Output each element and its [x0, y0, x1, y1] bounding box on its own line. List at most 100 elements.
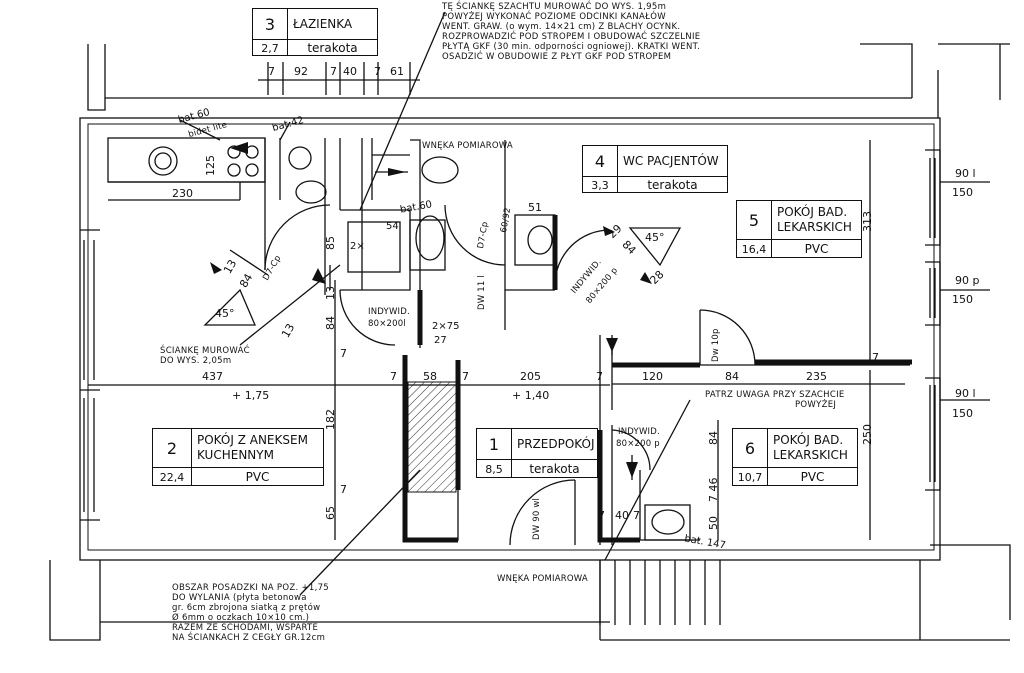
dim-top-3: 7	[330, 65, 337, 78]
room-floor: PVC	[192, 467, 323, 486]
dim-7b: 7	[462, 370, 469, 383]
note-line: NA ŚCIANKACH Z CEGŁY GR.12cm	[172, 633, 326, 643]
note-line: PŁYTĄ GKF (30 min. odporności ogniowej).…	[442, 42, 701, 52]
dim-437: 437	[202, 370, 223, 383]
room-name-line2: LEKARSKICH	[777, 220, 852, 234]
room-number: 1	[477, 429, 512, 459]
room-name-line1: POKÓJ Z ANEKSEM	[197, 433, 308, 447]
window-1-height: 150	[952, 186, 973, 199]
beam-note: PATRZ UWAGA PRZY SZACHCIE POWYŻEJ	[705, 390, 845, 410]
niche-label-bottom: WNĘKA POMIAROWA	[497, 574, 588, 584]
note-line: ROZPROWADZIĆ POD STROPEM I OBUDOWAĆ SZCZ…	[442, 32, 701, 42]
dim-65: 65	[324, 506, 337, 520]
room-number: 5	[737, 201, 772, 239]
note-line: ŚCIANKĘ MUROWAĆ	[160, 346, 250, 356]
dim-7-46: 7 46	[707, 477, 720, 503]
dim-250: 250	[861, 424, 874, 445]
window-3-height: 150	[952, 407, 973, 420]
dim-7h: 7	[633, 509, 640, 522]
note-line: RAZEM ZE SCHODAMI, WSPARTE	[172, 623, 319, 633]
level-mark-2: + 1,40	[512, 389, 550, 402]
window-2-width: 90 p	[955, 274, 980, 287]
dim-top-6: 61	[390, 65, 404, 78]
room-floor: PVC	[768, 467, 857, 486]
dim-58: 58	[423, 370, 437, 383]
room-name: WC PACJENTÓW	[623, 154, 719, 168]
room-number: 2	[153, 429, 192, 467]
dim-7f: 7	[340, 347, 347, 360]
room-4-label: 4 WC PACJENTÓW 3,3 terakota	[582, 145, 728, 193]
dim-2x: 2×	[350, 241, 365, 252]
note-line: gr. 6cm zbrojona siatką z prętów	[172, 603, 321, 613]
floor-area-note: OBSZAR POSADZKI NA POZ. +1,75 DO WYLANIA…	[172, 583, 329, 643]
room-name-line1: POKÓJ BAD.	[777, 205, 848, 219]
dim-125: 125	[204, 155, 217, 176]
note-line: WENT. GRAW. (o wym. 14×21 cm) Z BLACHY O…	[442, 22, 681, 32]
note-line: OSADZIĆ W OBUDOWIE Z PŁYT GKF POD STROPE…	[442, 52, 672, 62]
room-number: 3	[253, 9, 288, 39]
dim-54: 54	[386, 221, 399, 232]
dim-51: 51	[528, 201, 542, 214]
note-line: Ø 6mm o oczkach 10×10 cm.)	[172, 613, 310, 623]
dim-top-2: 92	[294, 65, 308, 78]
room-name: ŁAZIENKA	[293, 17, 353, 31]
window-1-width: 90 l	[955, 167, 976, 180]
dim-2x75: 2×75	[432, 321, 460, 332]
dim-27: 27	[434, 335, 447, 346]
room-6-label: 6 POKÓJ BAD. LEKARSKICH 10,7 PVC	[732, 428, 858, 486]
door-label-indywid-3: INDYWID.	[618, 427, 660, 437]
room-floor: terakota	[288, 39, 377, 56]
wall-note: ŚCIANKĘ MUROWAĆ DO WYS. 2,05m	[160, 346, 250, 366]
door-label-indywid-3-size: 80×200 p	[616, 439, 660, 449]
shaft-note: TĘ ŚCIANKĘ SZACHTU MUROWAĆ DO WYS. 1,95m…	[442, 2, 700, 62]
room-floor: terakota	[512, 459, 597, 478]
room-floor: PVC	[772, 239, 861, 258]
dim-50: 50	[707, 516, 720, 530]
room-3-label: 3 ŁAZIENKA 2,7 terakota	[252, 8, 378, 56]
dim-84c: 84	[725, 370, 739, 383]
room-area: 10,7	[733, 467, 768, 486]
note-line: TĘ ŚCIANKĘ SZACHTU MUROWAĆ DO WYS. 1,95m	[442, 2, 667, 12]
dim-7d: 7	[872, 351, 879, 364]
dim-235: 235	[806, 370, 827, 383]
dim-top-5: 7	[374, 65, 381, 78]
dim-7g: 7	[598, 509, 605, 522]
dim-313: 313	[861, 211, 874, 232]
niche-label-top: WNĘKA POMIAROWA	[422, 141, 513, 151]
dim-230: 230	[172, 187, 193, 200]
dim-7a: 7	[390, 370, 397, 383]
room-number: 6	[733, 429, 768, 467]
room-2-label: 2 POKÓJ Z ANEKSEM KUCHENNYM 22,4 PVC	[152, 428, 324, 486]
room-5-label: 5 POKÓJ BAD. LEKARSKICH 16,4 PVC	[736, 200, 862, 258]
dim-182: 182	[324, 409, 337, 430]
room-area: 16,4	[737, 239, 772, 258]
room-name-line2: LEKARSKICH	[773, 448, 848, 462]
angle-label-left: 45°	[215, 307, 235, 320]
note-line: PATRZ UWAGA PRZY SZACHCIE	[705, 390, 845, 400]
dim-205: 205	[520, 370, 541, 383]
dim-top-4: 40	[343, 65, 357, 78]
dim-13c: 13	[324, 286, 337, 300]
door-label-indywid-1: INDYWID.	[368, 307, 410, 317]
angle-label-right: 45°	[645, 231, 665, 244]
note-line: DO WYS. 2,05m	[160, 356, 232, 366]
dim-40: 40	[615, 509, 629, 522]
door-label-dw10: Dw 10p	[711, 328, 721, 362]
door-label-indywid-1-size: 80×200l	[368, 319, 406, 329]
room-area: 8,5	[477, 459, 512, 478]
door-label-dw90: DW 90 wl	[532, 497, 542, 540]
level-mark-1: + 1,75	[232, 389, 270, 402]
note-line: POWYŻEJ WYKONAĆ POZIOME ODCINKI KANAŁÓW	[442, 12, 666, 22]
room-name-line2: KUCHENNYM	[197, 448, 274, 462]
note-line: DO WYLANIA (płyta betonowa	[172, 593, 307, 603]
note-line: OBSZAR POSADZKI NA POZ. +1,75	[172, 583, 330, 593]
room-floor: terakota	[618, 176, 727, 193]
dim-7e: 7	[340, 483, 347, 496]
note-line: POWYŻEJ	[795, 400, 837, 410]
room-name-line1: POKÓJ BAD.	[773, 433, 844, 447]
room-number: 4	[583, 146, 618, 176]
room-area: 3,3	[583, 176, 618, 193]
room-area: 22,4	[153, 467, 192, 486]
room-area: 2,7	[253, 39, 288, 56]
